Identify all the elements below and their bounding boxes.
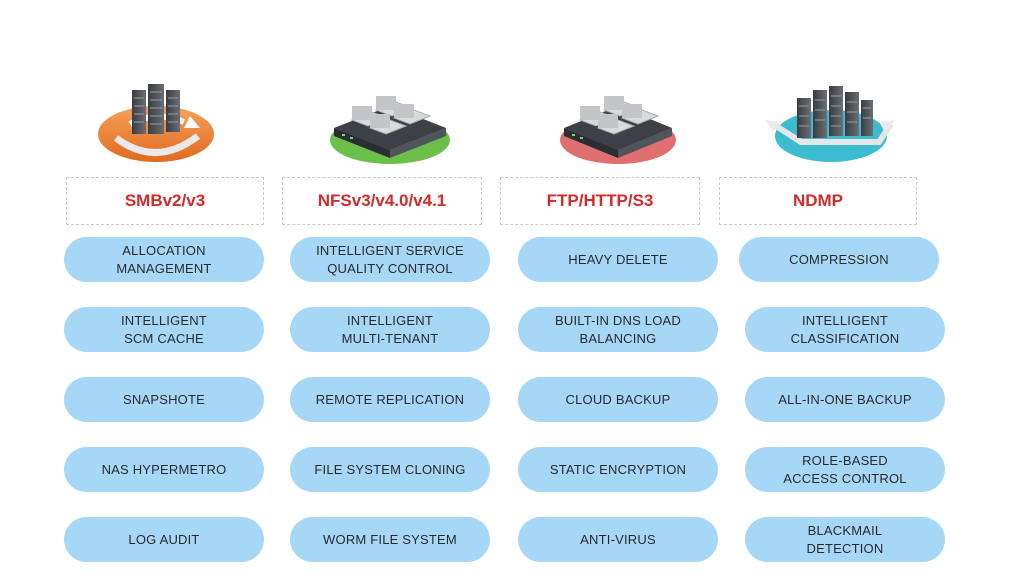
- feature-pill: INTELLIGENT MULTI-TENANT: [290, 307, 490, 352]
- column-ndmp: NDMP COMPRESSION INTELLIGENT CLASSIFICAT…: [719, 0, 945, 575]
- storage-server-icon: [518, 76, 718, 176]
- server-rack-transfer-icon: [739, 76, 945, 176]
- feature-pill: ALL-IN-ONE BACKUP: [745, 377, 945, 422]
- feature-pill: LOG AUDIT: [64, 517, 264, 562]
- protocol-header: SMBv2/v3: [66, 177, 264, 225]
- feature-pill: HEAVY DELETE: [518, 237, 718, 282]
- feature-pill: WORM FILE SYSTEM: [290, 517, 490, 562]
- feature-pill: ANTI-VIRUS: [518, 517, 718, 562]
- column-nfs: NFSv3/v4.0/v4.1 INTELLIGENT SERVICE QUAL…: [282, 0, 490, 575]
- column-smb: SMBv2/v3 ALLOCATION MANAGEMENT INTELLIGE…: [64, 0, 264, 575]
- protocol-header: FTP/HTTP/S3: [500, 177, 700, 225]
- feature-pill: FILE SYSTEM CLONING: [290, 447, 490, 492]
- server-rack-rotate-icon: [64, 76, 264, 176]
- protocol-header: NDMP: [719, 177, 917, 225]
- feature-pill: INTELLIGENT SERVICE QUALITY CONTROL: [290, 237, 490, 282]
- feature-pill: CLOUD BACKUP: [518, 377, 718, 422]
- feature-pill: NAS HYPERMETRO: [64, 447, 264, 492]
- protocol-header: NFSv3/v4.0/v4.1: [282, 177, 482, 225]
- feature-pill: INTELLIGENT SCM CACHE: [64, 307, 264, 352]
- feature-pill: ROLE-BASED ACCESS CONTROL: [745, 447, 945, 492]
- column-ftp: FTP/HTTP/S3 HEAVY DELETE BUILT-IN DNS LO…: [500, 0, 718, 575]
- feature-pill: BLACKMAIL DETECTION: [745, 517, 945, 562]
- feature-pill: STATIC ENCRYPTION: [518, 447, 718, 492]
- feature-pill: BUILT-IN DNS LOAD BALANCING: [518, 307, 718, 352]
- feature-pill: COMPRESSION: [739, 237, 939, 282]
- feature-pill: REMOTE REPLICATION: [290, 377, 490, 422]
- feature-pill: ALLOCATION MANAGEMENT: [64, 237, 264, 282]
- feature-pill: INTELLIGENT CLASSIFICATION: [745, 307, 945, 352]
- storage-server-icon: [290, 76, 490, 176]
- feature-pill: SNAPSHOTE: [64, 377, 264, 422]
